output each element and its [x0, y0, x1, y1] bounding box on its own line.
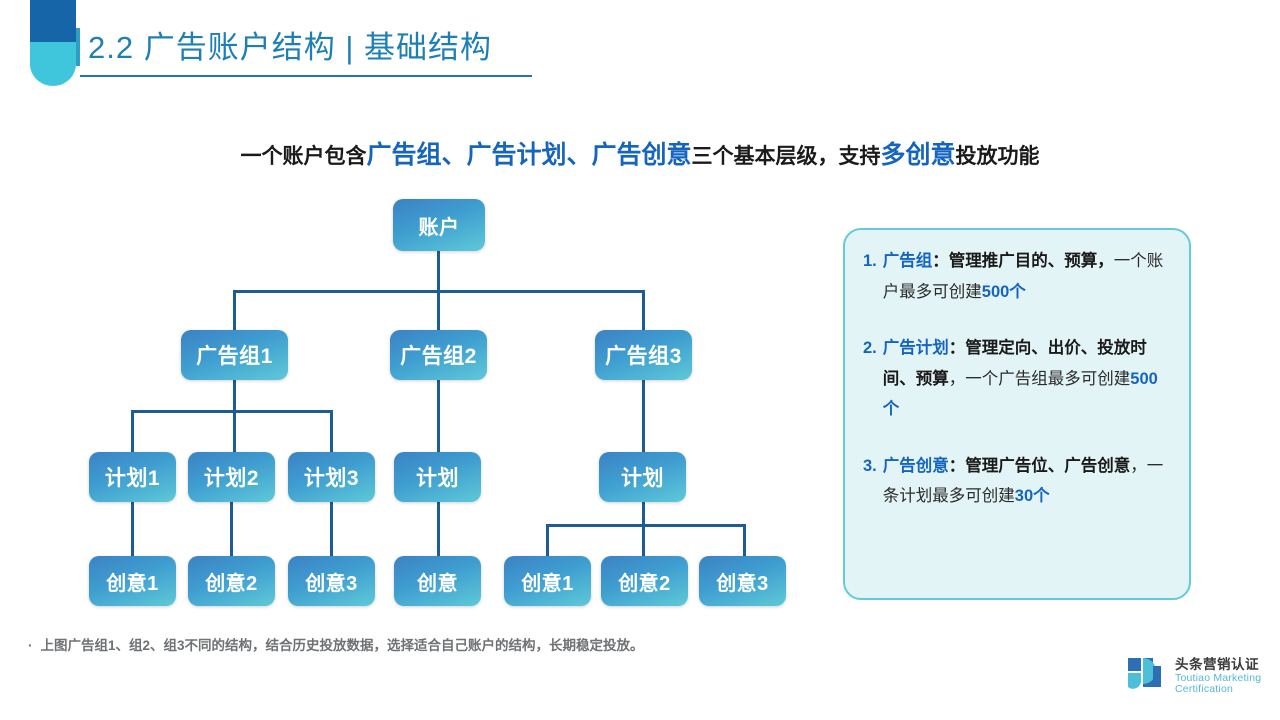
- info-item-2-number: 2.: [863, 339, 877, 358]
- info-item-3-number: 3.: [863, 456, 877, 475]
- connector-plan1-drop: [131, 410, 134, 452]
- node-plan-2[interactable]: 计划2: [188, 452, 275, 502]
- subtitle-part3: 投放功能: [955, 145, 1040, 168]
- toutiao-logo-icon: [1128, 658, 1161, 689]
- node-creative-1[interactable]: 创意1: [89, 556, 176, 606]
- subtitle: 一个账户包含广告组、广告计划、广告创意三个基本层级，支持多创意投放功能: [0, 135, 1280, 171]
- node-account[interactable]: 账户: [393, 199, 485, 251]
- node-creative-group2-label: 创意: [417, 572, 458, 595]
- header-decoration-bottom-arc: [30, 42, 76, 86]
- node-creative-group3-3-label: 创意3: [716, 572, 769, 595]
- info-item-2-colon: ：: [948, 339, 966, 358]
- info-item-3-term: 广告创意: [882, 456, 949, 475]
- node-ad-group-1-label: 广告组1: [196, 345, 273, 368]
- logo-text-block: 头条营销认证 Toutiao Marketing Certification: [1175, 658, 1261, 695]
- logo-name-cn: 头条营销认证: [1175, 657, 1259, 673]
- node-creative-group3-2[interactable]: 创意2: [601, 556, 688, 606]
- connector-group1-plans-bus: [131, 410, 333, 413]
- subtitle-part1: 一个账户包含: [240, 145, 367, 168]
- info-item-2-body: 广告计划：管理定向、出价、投放时间、预算，一个广告组最多可创建500个: [883, 333, 1169, 425]
- info-item-2-term: 广告计划: [882, 339, 949, 358]
- info-item-2-text: 管理定向、出价、投放时间、预算: [882, 339, 1147, 388]
- connector-group3-drop: [642, 290, 645, 331]
- footnote: · 上图广告组1、组2、组3不同的结构，结合历史投放数据，选择适合自己账户的结构，…: [28, 634, 644, 654]
- info-item-3-text: 管理广告位、广告创意: [965, 456, 1131, 475]
- node-plan-group2[interactable]: 计划: [394, 452, 481, 502]
- info-item-2: 2. 广告计划：管理定向、出价、投放时间、预算，一个广告组最多可创建500个: [863, 333, 1169, 425]
- title-underline: [80, 75, 532, 77]
- connector-groups-bus: [233, 290, 645, 293]
- node-plan-2-label: 计划2: [203, 467, 260, 490]
- node-ad-group-3[interactable]: 广告组3: [595, 330, 692, 380]
- node-ad-group-3-label: 广告组3: [605, 345, 682, 368]
- connector-plan-group3-vertical: [642, 502, 645, 556]
- info-item-3: 3. 广告创意：管理广告位、广告创意，一条计划最多可创建30个: [863, 451, 1169, 512]
- node-plan-1[interactable]: 计划1: [89, 452, 176, 502]
- connector-group2-to-plan: [437, 380, 440, 452]
- node-ad-group-2[interactable]: 广告组2: [390, 330, 487, 380]
- logo-name-en-line1: Toutiao Marketing: [1175, 671, 1262, 684]
- subtitle-part2: 三个基本层级，支持: [691, 145, 881, 168]
- node-creative-2-label: 创意2: [205, 572, 258, 595]
- title-accent-bar: [76, 28, 80, 66]
- account-structure-diagram: 账户 广告组1 广告组2 广告组3 计划1 计划2 计划3 计划 计划: [89, 199, 786, 606]
- node-creative-3[interactable]: 创意3: [288, 556, 375, 606]
- info-panel: 1. 广告组：管理推广目的、预算，一个账户最多可创建500个 2. 广告计划：管…: [843, 228, 1191, 600]
- page-title: 2.2 广告账户结构 | 基础结构: [88, 29, 492, 65]
- header-decoration: [30, 0, 76, 86]
- info-item-3-strong: 30个: [1014, 487, 1050, 506]
- info-item-1: 1. 广告组：管理推广目的、预算，一个账户最多可创建500个: [863, 246, 1169, 307]
- connector-group3-creative3-drop: [743, 524, 746, 556]
- footnote-bullet: ·: [28, 638, 33, 653]
- page-title-bar: 2.2 广告账户结构 | 基础结构: [76, 28, 492, 66]
- node-plan-1-label: 计划1: [104, 467, 161, 490]
- info-item-1-strong: 500个: [981, 282, 1026, 301]
- connector-plan2-to-creative2: [230, 502, 233, 556]
- subtitle-highlight2: 多创意: [880, 141, 956, 169]
- info-item-1-number: 1.: [863, 252, 877, 270]
- connector-plan1-to-creative1: [131, 502, 134, 556]
- node-plan-3-label: 计划3: [303, 467, 360, 490]
- info-item-3-colon: ：: [948, 456, 966, 475]
- node-creative-2[interactable]: 创意2: [188, 556, 275, 606]
- info-item-1-body: 广告组：管理推广目的、预算，一个账户最多可创建500个: [883, 246, 1169, 307]
- node-plan-group3[interactable]: 计划: [599, 452, 686, 502]
- node-creative-group2[interactable]: 创意: [394, 556, 481, 606]
- connector-group3-creative1-drop: [546, 524, 549, 556]
- node-account-label: 账户: [418, 216, 460, 239]
- info-item-1-plain: 一个账户最多可创建: [882, 252, 1164, 301]
- node-creative-group3-1-label: 创意1: [521, 572, 574, 595]
- node-plan-group3-label: 计划: [621, 467, 664, 490]
- node-creative-group3-3[interactable]: 创意3: [699, 556, 786, 606]
- connector-group1-drop: [233, 290, 236, 331]
- node-creative-group3-2-label: 创意2: [618, 572, 671, 595]
- connector-plan3-to-creative3: [330, 502, 333, 556]
- node-creative-group3-1[interactable]: 创意1: [504, 556, 591, 606]
- info-item-1-term: 广告组: [882, 252, 933, 270]
- connector-group3-to-plan: [642, 380, 645, 452]
- header-decoration-top-block: [30, 0, 76, 42]
- node-plan-group2-label: 计划: [416, 467, 459, 490]
- node-plan-3[interactable]: 计划3: [288, 452, 375, 502]
- connector-plan-group2-to-creative: [437, 502, 440, 556]
- info-item-3-plain: ，一条计划最多可创建: [882, 456, 1164, 506]
- info-item-2-plain: ，一个广告组最多可创建: [948, 369, 1131, 388]
- footnote-text: 上图广告组1、组2、组3不同的结构，结合历史投放数据，选择适合自己账户的结构，长…: [40, 638, 644, 653]
- connector-group3-creatives-bus: [546, 524, 746, 527]
- connector-plan3-drop: [330, 410, 333, 452]
- node-creative-1-label: 创意1: [106, 572, 159, 595]
- connector-group1-vertical: [233, 380, 236, 452]
- node-ad-group-2-label: 广告组2: [400, 345, 477, 368]
- subtitle-highlight1: 广告组、广告计划、广告创意: [366, 141, 692, 169]
- info-item-1-text: 管理推广目的、预算，: [948, 252, 1114, 270]
- info-item-3-body: 广告创意：管理广告位、广告创意，一条计划最多可创建30个: [883, 451, 1169, 512]
- logo-name-en-line2: Certification: [1175, 683, 1234, 696]
- info-item-1-colon: ：: [932, 252, 949, 270]
- info-item-2-strong: 500个: [882, 369, 1158, 419]
- node-ad-group-1[interactable]: 广告组1: [181, 330, 288, 380]
- brand-logo: 头条营销认证 Toutiao Marketing Certification: [1126, 656, 1261, 698]
- node-creative-3-label: 创意3: [305, 572, 358, 595]
